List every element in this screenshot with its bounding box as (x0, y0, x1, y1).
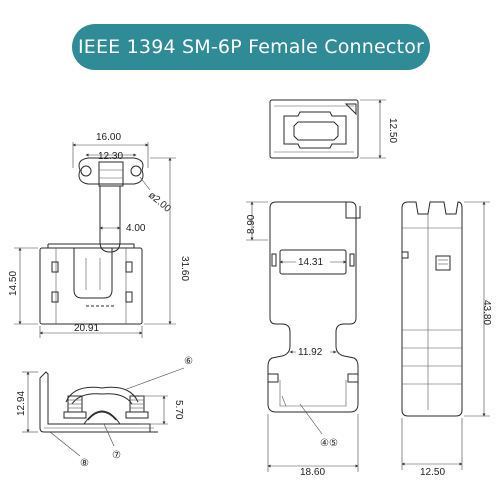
clip-view-dimensions: 12.94 5.70 ⑥ ⑦ ⑧ (16, 356, 193, 469)
callout-45: ④⑤ (320, 438, 338, 449)
callout-7: ⑦ (112, 450, 121, 461)
dim-top-width: 16.00 (96, 132, 121, 143)
dim-overall-height: 31.60 (179, 256, 190, 281)
dim-clip-inner: 5.70 (173, 400, 184, 420)
dim-side-height: 43.80 (481, 300, 492, 325)
dim-neck-width: 11.92 (298, 347, 323, 358)
dim-clip-height: 12.94 (16, 391, 27, 416)
dim-cable-width: 4.00 (126, 223, 146, 234)
side-view-dimensions: 43.80 12.50 (401, 201, 492, 478)
top-view (269, 99, 359, 159)
front-view (39, 157, 144, 325)
shell-view (267, 201, 361, 413)
dim-inner-width: 14.31 (298, 257, 323, 268)
dim-tab-height: 8.90 (246, 214, 257, 234)
top-view-dimensions: 12.50 (360, 99, 398, 159)
title-banner: IEEE 1394 SM-6P Female Connector (72, 24, 430, 70)
side-view (401, 201, 463, 417)
dim-side-width: 12.50 (420, 467, 445, 478)
callout-6: ⑥ (184, 356, 193, 367)
dim-base-width: 18.60 (300, 467, 325, 478)
dim-hole-spacing: 12.30 (98, 151, 123, 162)
dim-body-width: 20.91 (74, 323, 99, 334)
dim-hole-diameter: ø2.00 (146, 190, 173, 215)
dim-body-height: 14.50 (8, 271, 19, 296)
shell-view-dimensions: 8.90 14.31 11.92 18.60 ④⑤ (246, 201, 359, 478)
clip-view (39, 371, 158, 433)
callout-8: ⑧ (80, 458, 89, 469)
title-text: IEEE 1394 SM-6P Female Connector (77, 36, 425, 58)
dim-top-view-height: 12.50 (387, 118, 398, 143)
